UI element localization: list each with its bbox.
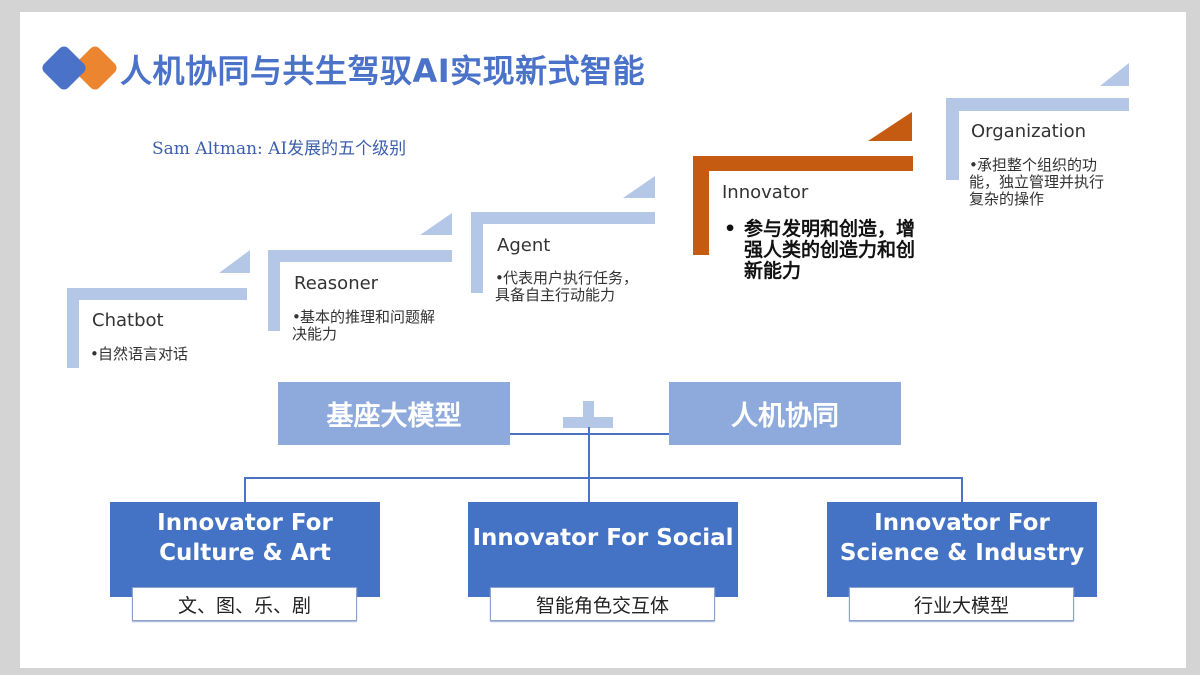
step-frame-top xyxy=(67,288,247,300)
step-triangle-icon xyxy=(1100,63,1129,86)
branch-science-industry-label: 行业大模型 xyxy=(849,587,1074,621)
connector-left-drop xyxy=(244,477,246,503)
level-desc: •代表用户执行任务，具备自主行动能力 xyxy=(495,269,639,304)
level-title: Reasoner xyxy=(294,273,379,294)
subtitle: Sam Altman: AI发展的五个级别 xyxy=(152,139,407,159)
branch-science-industry: Innovator For Science & Industry xyxy=(827,502,1097,597)
slide: 人机协同与共生驾驭AI实现新式智能 Sam Altman: AI发展的五个级别 … xyxy=(20,12,1186,668)
level-title: Chatbot xyxy=(92,310,164,331)
step-frame-top xyxy=(946,98,1129,111)
branch-social-label: 智能角色交互体 xyxy=(490,587,715,621)
step-frame-top xyxy=(471,212,655,224)
step-triangle-icon xyxy=(868,112,912,141)
branch-culture-art-label: 文、图、乐、剧 xyxy=(132,587,357,621)
level-title: Innovator xyxy=(722,182,809,203)
step-frame-side xyxy=(67,288,79,368)
step-triangle-icon xyxy=(420,213,452,235)
step-frame-top xyxy=(693,156,913,171)
human-ai-collaboration-box: 人机协同 xyxy=(669,382,901,445)
step-frame-side xyxy=(471,212,483,293)
step-triangle-icon xyxy=(219,250,250,273)
connector-vertical-center xyxy=(588,427,590,505)
level-title: Agent xyxy=(497,235,551,256)
branch-social: Innovator For Social xyxy=(468,502,738,597)
branch-culture-art: Innovator For Culture & Art xyxy=(110,502,380,597)
step-frame-side xyxy=(268,250,280,331)
step-frame-side xyxy=(946,98,959,180)
level-desc: •基本的推理和问题解决能力 xyxy=(292,308,436,343)
level-desc: •自然语言对话 xyxy=(90,345,189,363)
level-desc: • 参与发明和创造，增强人类的创造力和创新能力 xyxy=(724,218,916,282)
blue-diamond-icon xyxy=(39,43,89,93)
connector-horizontal-bottom xyxy=(244,477,962,479)
step-triangle-icon xyxy=(623,176,655,198)
foundation-model-box: 基座大模型 xyxy=(278,382,510,445)
step-frame-side xyxy=(693,156,709,255)
level-desc: •承担整个组织的功能，独立管理并执行复杂的操作 xyxy=(969,156,1105,208)
page-title: 人机协同与共生驾驭AI实现新式智能 xyxy=(120,52,646,90)
connector-right-drop xyxy=(961,477,963,503)
level-title: Organization xyxy=(971,121,1087,142)
step-frame-top xyxy=(268,250,452,262)
